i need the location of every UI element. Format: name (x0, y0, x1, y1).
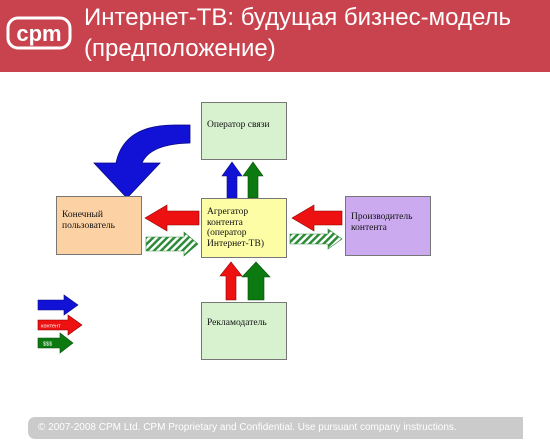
node-end-user-label: Конечный пользователь (62, 210, 116, 231)
node-producer: Производитель контента (345, 196, 431, 256)
cpm-logo: cpm (6, 16, 72, 50)
node-advertiser: Рекламодатель (201, 302, 287, 360)
blue-arrow-up-to-operator (221, 161, 243, 199)
hatched-arrow-right-to-producer (289, 228, 343, 250)
green-arrow-up-to-operator (242, 161, 264, 199)
slide-title: Интернет-ТВ: будущая бизнес-модель (пред… (84, 4, 512, 62)
node-aggregator-label: Агрегатор контента (оператор Интернет-ТВ… (207, 207, 264, 249)
green-arrow-up-from-advertiser (241, 261, 271, 301)
node-aggregator: Агрегатор контента (оператор Интернет-ТВ… (201, 198, 287, 258)
header-bar: cpm Интернет-ТВ: будущая бизнес-модель (… (0, 0, 550, 72)
red-arrow-up-from-advertiser (219, 261, 243, 301)
legend-green-arrow (37, 332, 74, 354)
legend-red-label: контент (41, 324, 61, 330)
logo-text: cpm (16, 21, 61, 46)
node-operator-label: Оператор связи (207, 120, 270, 130)
legend-blue-arrow (37, 294, 79, 316)
hatched-arrow-right-to-aggregator (145, 231, 199, 257)
footer-text: © 2007-2008 CPM Ltd. CPM Proprietary and… (38, 422, 457, 433)
legend-green-label: $$$ (43, 342, 52, 348)
legend-red-arrow (37, 314, 83, 336)
red-arrow-left-from-producer (291, 204, 343, 232)
node-advertiser-label: Рекламодатель (207, 318, 267, 328)
curved-blue-arrow (93, 124, 191, 199)
node-operator: Оператор связи (201, 102, 287, 160)
node-producer-label: Производитель контента (351, 212, 413, 233)
node-end-user: Конечный пользователь (56, 196, 142, 255)
red-arrow-left-to-enduser (144, 204, 200, 232)
footer-bar: © 2007-2008 CPM Ltd. CPM Proprietary and… (28, 417, 523, 439)
